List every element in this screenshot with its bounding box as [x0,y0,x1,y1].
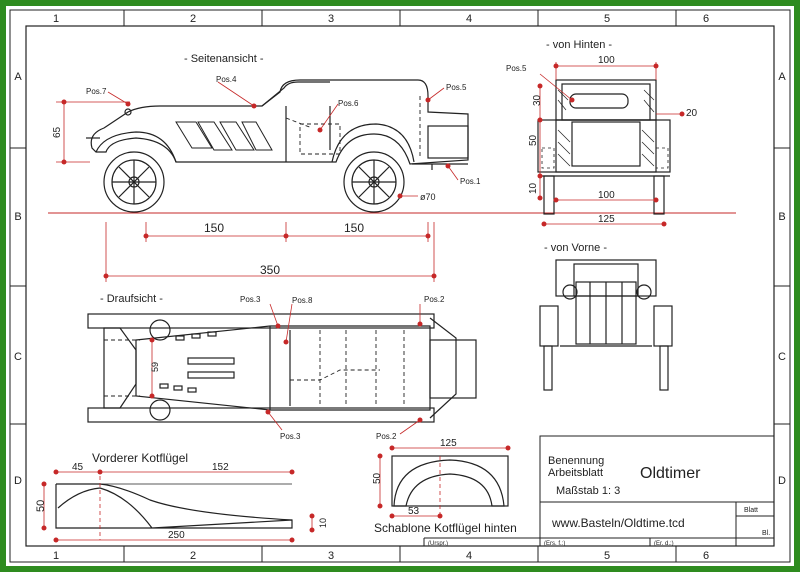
dim-top-59: 59 [150,362,160,372]
label-pos5-side: Pos.5 [446,83,467,92]
column-label-6-bottom: 6 [703,550,709,562]
row-label-d: D [14,475,22,487]
title-url: www.Basteln/Oldtime.tcd [551,516,685,530]
column-label-2: 2 [190,13,196,25]
row-label-d-right: D [778,475,786,487]
front-view-title: - von Vorne - [544,242,607,254]
front-view [539,259,673,391]
rear-view [537,79,671,215]
title-arbeitsblatt: Arbeitsblatt [548,467,603,479]
column-label-5-bottom: 5 [604,550,610,562]
top-view [87,313,477,423]
front-fender-part [55,483,293,529]
rear-wheel [343,151,405,213]
row-label-a: A [14,71,22,83]
label-pos5-rear: Pos.5 [506,64,527,73]
column-label-3-bottom: 3 [328,550,334,562]
column-label-6: 6 [703,13,709,25]
rear-template-title: Schablone Kotflügel hinten [374,521,517,535]
label-pos8: Pos.8 [292,296,313,305]
dim-wheel-diameter: ø70 [420,192,436,202]
label-pos3-bottom: Pos.3 [280,432,301,441]
column-label-4: 4 [466,13,472,25]
side-view-title: - Seitenansicht - [184,53,264,65]
title-ers-d: (Er. d.:) [654,541,674,547]
row-label-a-right: A [778,71,786,83]
dim-rear-30: 30 [532,94,543,106]
dim-span-left: 150 [204,221,224,235]
dim-fender-50: 50 [35,500,47,512]
drawing-paper [6,6,794,566]
front-fender-title: Vorderer Kotflügel [92,451,188,465]
label-pos1: Pos.1 [460,177,481,186]
title-scale: Maßstab 1: 3 [556,485,620,497]
dim-rear-top: 100 [598,55,615,66]
column-label-3: 3 [328,13,334,25]
label-pos2-bottom: Pos.2 [376,432,397,441]
front-wheel [103,151,165,213]
title-block [423,435,775,547]
dim-template-53: 53 [408,506,420,517]
side-view [86,79,469,213]
dim-template-50: 50 [372,472,383,484]
dim-rear-bottom: 125 [598,214,615,225]
title-ers-f: (Ers. f.:) [544,541,565,547]
dim-rear-50: 50 [528,134,539,146]
label-pos6: Pos.6 [338,99,359,108]
label-pos4: Pos.4 [216,75,237,84]
title-urspr: (Urspr.) [428,541,448,547]
dim-fender-10: 10 [318,518,328,528]
dim-rear-10: 10 [528,182,539,194]
title-benennung: Benennung [548,455,604,467]
label-pos3-top: Pos.3 [240,295,261,304]
drawing-title: Oldtimer [640,465,701,482]
column-label-2-bottom: 2 [190,550,196,562]
label-pos2-top: Pos.2 [424,295,445,304]
dim-rear-20: 20 [686,108,698,119]
dim-span-right: 150 [344,221,364,235]
column-label-5: 5 [604,13,610,25]
top-view-title: - Draufsicht - [100,293,163,305]
row-label-c: C [14,351,22,363]
dim-template-125: 125 [440,438,457,449]
dim-side-height: 65 [52,126,63,138]
dim-overall-length: 350 [260,263,280,277]
column-label-1-bottom: 1 [53,550,59,562]
title-blatt: Blatt [744,507,758,514]
dim-fender-250: 250 [168,530,185,541]
dim-fender-45: 45 [72,462,84,473]
row-label-b: B [14,211,21,223]
dim-fender-152: 152 [212,462,229,473]
row-label-b-right: B [778,211,785,223]
rear-fender-template [391,455,509,507]
column-label-4-bottom: 4 [466,550,472,562]
label-pos7: Pos.7 [86,87,107,96]
row-label-c-right: C [778,351,786,363]
rear-view-title: - von Hinten - [546,39,612,51]
column-label-1: 1 [53,13,59,25]
title-bl: Bl. [762,530,770,537]
dim-rear-mid: 100 [598,190,615,201]
